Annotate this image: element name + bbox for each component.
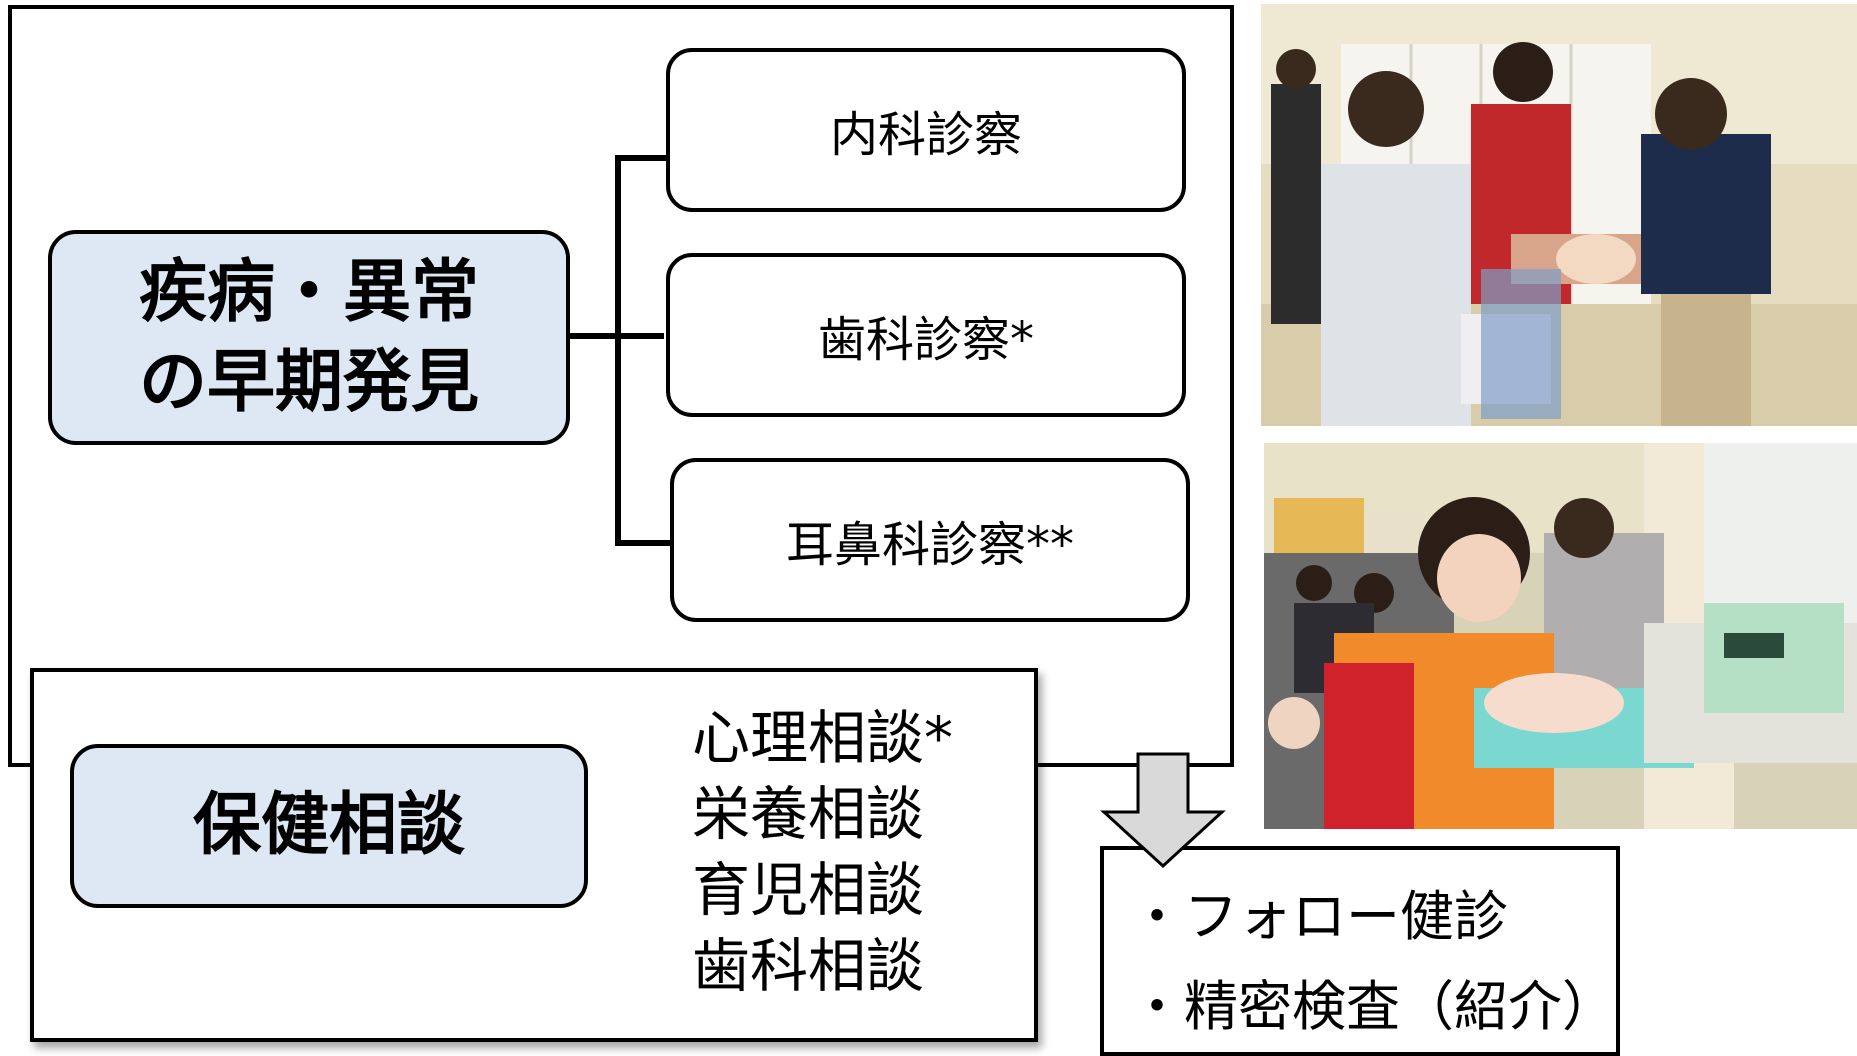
dental-exam-label: 歯科診察* [817, 312, 1034, 368]
health-consult-label: 保健相談 [192, 786, 465, 865]
ent-exam-box: 耳鼻科診察** [670, 458, 1190, 622]
consult-item: 栄養相談 [692, 780, 925, 848]
consult-list: 心理相談* 栄養相談 育児相談 歯科相談 [692, 700, 953, 1004]
consult-item: 歯科相談 [692, 932, 925, 1000]
health-consult-box: 保健相談 [70, 744, 588, 908]
early-detection-box: 疾病・異常 の早期発見 [48, 230, 570, 445]
dental-exam-box: 歯科診察* [666, 253, 1186, 417]
followup-item: ・精密検査（紹介） [1130, 975, 1616, 1038]
consult-item: 育児相談 [692, 856, 925, 924]
followup-item: ・フォロー健診 [1130, 885, 1508, 948]
consult-item: 心理相談* [692, 704, 954, 772]
followup-box: ・フォロー健診 ・精密検査（紹介） [1100, 846, 1620, 1056]
internal-exam-label: 内科診察 [829, 107, 1022, 163]
photo-infant-exam [1261, 4, 1857, 426]
ent-exam-label: 耳鼻科診察** [785, 517, 1074, 573]
early-detection-line1: 疾病・異常 [138, 252, 479, 332]
down-arrow-icon [1100, 752, 1226, 869]
early-detection-line2: の早期発見 [138, 342, 479, 422]
internal-exam-box: 内科診察 [666, 48, 1186, 212]
photo-infant-measurement [1264, 443, 1857, 829]
